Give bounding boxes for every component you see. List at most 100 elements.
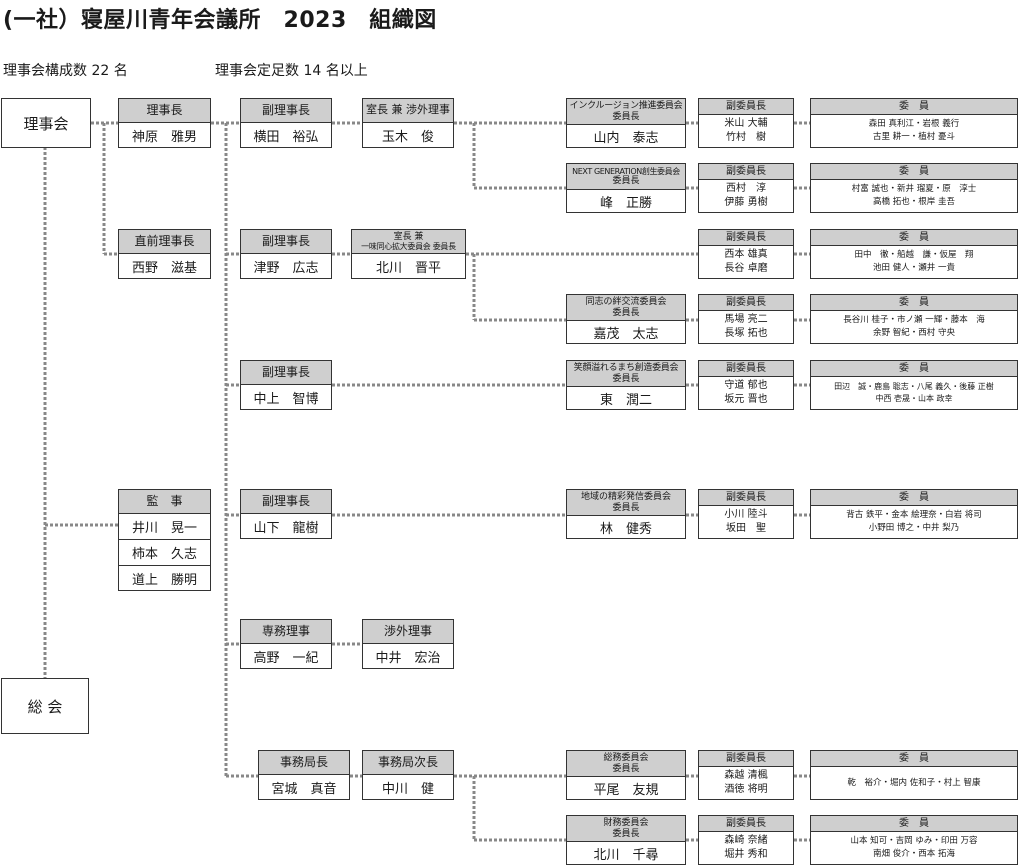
vice-chairs-card: 副委員長 馬場 亮二 長塚 拓也: [698, 294, 794, 344]
members-label: 委 員: [811, 230, 1017, 246]
members-card: 委 員 森田 真利江・岩根 義行 古里 耕一・植村 憂斗: [810, 98, 1018, 148]
members-card: 委 員 背古 鉄平・金本 絵理奈・白岩 将司 小野田 博之・中井 梨乃: [810, 489, 1018, 539]
page-title: (一社）寝屋川青年会議所 2023 組織図: [3, 8, 437, 33]
vice-president-role: 副理事長: [241, 490, 331, 514]
vice-chair-name: 竹村 樹: [726, 132, 766, 143]
members-card: 委 員 長谷川 桂子・市ノ瀬 一輝・藤本 海 余野 智紀・西村 守央: [810, 294, 1018, 344]
members-card: 委 員 田中 徹・船越 謙・仮屋 翔 池田 健人・瀬井 一貴: [810, 229, 1018, 279]
member-names: 森田 真利江・岩根 義行: [868, 119, 960, 130]
members-label: 委 員: [811, 99, 1017, 115]
external-director-card: 渉外理事 中井 宏治: [362, 619, 454, 669]
members-card: 委 員 山本 知可・吉岡 ゆみ・印田 万容 南畑 俊介・西本 拓海: [810, 815, 1018, 865]
vice-president-name: 山下 龍樹: [253, 520, 319, 536]
vice-chairs-card: 副委員長 米山 大輔 竹村 樹: [698, 98, 794, 148]
board-of-directors-box: 理事会: [1, 98, 91, 148]
auditor-name: 井川 晃一: [131, 521, 197, 536]
board-quorum: 理事会定足数 14 名以上: [215, 63, 368, 79]
committee-chair-card: 笑顔溢れるまち創造委員会 委員長 東 潤二: [566, 360, 686, 410]
committee-chair-card: NEXT GENERATION創生委員会 委員長 峰 正勝: [566, 163, 686, 213]
vice-chairs-label: 副委員長: [699, 816, 793, 832]
managing-director-role: 専務理事: [241, 620, 331, 644]
vice-chairs-card: 副委員長 森越 清楓 酒徳 将明: [698, 750, 794, 800]
vice-chair-name: 坂田 聖: [726, 523, 766, 534]
committee-chair-name: 東 潤二: [599, 392, 652, 408]
vice-chair-name: 坂元 晋也: [724, 394, 768, 405]
committee-chair-role: 委員長: [612, 828, 640, 839]
member-names: 小野田 博之・中井 梨乃: [868, 523, 960, 533]
president-role: 理事長: [119, 99, 210, 123]
vice-president-role: 副理事長: [241, 361, 331, 385]
member-names: 古里 耕一・植村 憂斗: [873, 132, 955, 142]
vice-president-card: 副理事長 横田 裕弘: [240, 98, 332, 148]
committee-chair-name: 山内 泰志: [593, 130, 659, 146]
vice-chairs-label: 副委員長: [699, 99, 793, 115]
office-chief-name: 北川 晋平: [375, 260, 441, 276]
committee-chair-name: 北川 千尋: [593, 847, 659, 863]
managing-director-card: 専務理事 高野 一紀: [240, 619, 332, 669]
vice-chair-name: 米山 大輔: [724, 117, 768, 129]
member-names: 田中 徹・船越 謙・仮屋 翔: [854, 250, 974, 261]
auditors-card: 監 事 井川 晃一 柿本 久志 道上 勝明: [118, 489, 211, 591]
past-president-card: 直前理事長 西野 滋基: [118, 229, 211, 279]
members-card: 委 員 乾 裕介・堀内 佐和子・村上 智康: [810, 750, 1018, 800]
vice-chairs-card: 副委員長 森崎 奈緒 堀井 秀和: [698, 815, 794, 865]
secretary-general-name: 宮城 真音: [271, 781, 337, 797]
member-names: 田辺 誠・鹿島 聡志・八尾 義久・後藤 正樹: [834, 381, 994, 391]
vice-president-card: 副理事長 津野 広志: [240, 229, 332, 279]
vice-chairs-label: 副委員長: [699, 295, 793, 311]
vice-chair-name: 森越 清楓: [724, 769, 768, 781]
vice-president-name: 中上 智博: [253, 391, 319, 407]
committee-chair-name: 平尾 友規: [593, 782, 659, 798]
auditors-role: 監 事: [119, 490, 210, 514]
vice-president-card: 副理事長 山下 龍樹: [240, 489, 332, 539]
office-chief-committee: 一味同心拡大委員会 委員長: [361, 242, 456, 252]
committee-chair-role: 委員長: [612, 111, 640, 122]
vice-chairs-label: 副委員長: [699, 164, 793, 180]
office-chief-role: 室長 兼: [393, 231, 424, 242]
member-names: 山本 知可・吉岡 ゆみ・印田 万容: [850, 836, 978, 847]
office-chief-card: 室長 兼 一味同心拡大委員会 委員長 北川 晋平: [351, 229, 466, 279]
members-label: 委 員: [811, 361, 1017, 377]
auditor-name: 柿本 久志: [119, 539, 210, 565]
past-president-role: 直前理事長: [119, 230, 210, 254]
member-names: 余野 智紀・西村 守央: [873, 328, 955, 338]
office-chief-name: 玉木 俊: [381, 129, 434, 145]
vice-chair-name: 堀井 秀和: [724, 849, 768, 860]
members-label: 委 員: [811, 751, 1017, 767]
committee-chair-card: 財務委員会 委員長 北川 千尋: [566, 815, 686, 865]
managing-director-name: 高野 一紀: [253, 650, 319, 666]
vice-chairs-label: 副委員長: [699, 361, 793, 377]
general-assembly-box: 総 会: [1, 678, 89, 734]
vice-chair-name: 守道 郁也: [724, 379, 768, 391]
external-director-name: 中井 宏治: [375, 650, 441, 666]
secretary-general-card: 事務局長 宮城 真音: [258, 750, 350, 800]
vice-president-card: 副理事長 中上 智博: [240, 360, 332, 410]
vice-president-name: 横田 裕弘: [253, 129, 319, 145]
past-president-name: 西野 滋基: [131, 260, 197, 276]
committee-title: 財務委員会: [603, 818, 649, 829]
vice-president-role: 副理事長: [241, 99, 331, 123]
members-card: 委 員 田辺 誠・鹿島 聡志・八尾 義久・後藤 正樹 中西 壱晟・山本 政幸: [810, 360, 1018, 410]
member-names: 池田 健人・瀬井 一貴: [873, 263, 955, 273]
member-names: 村富 誠也・新井 瑠夏・原 淳士: [851, 184, 977, 195]
committee-chair-role: 委員長: [612, 175, 640, 186]
committee-title: 地域の精彩発信委員会: [580, 492, 671, 503]
member-names: 長谷川 桂子・市ノ瀬 一輝・藤本 海: [843, 315, 985, 326]
member-names: 高橋 拓也・根岸 圭吾: [873, 197, 955, 207]
committee-chair-role: 委員長: [612, 502, 640, 513]
committee-title: NEXT GENERATION創生委員会: [572, 166, 680, 176]
member-names: 中西 壱晟・山本 政幸: [875, 394, 953, 403]
vice-president-name: 津野 広志: [253, 260, 319, 276]
members-label: 委 員: [811, 295, 1017, 311]
members-label: 委 員: [811, 490, 1017, 506]
secretary-general-role: 事務局長: [259, 751, 349, 775]
vice-chairs-card: 副委員長 西村 淳 伊藤 勇樹: [698, 163, 794, 213]
committee-chair-role: 委員長: [612, 307, 640, 318]
members-label: 委 員: [811, 816, 1017, 832]
committee-chair-name: 林 健秀: [599, 521, 652, 537]
external-director-role: 渉外理事: [363, 620, 453, 644]
vice-chair-name: 長塚 拓也: [724, 328, 768, 339]
committee-chair-name: 峰 正勝: [599, 195, 652, 211]
office-chief-card: 室長 兼 渉外理事 玉木 俊: [362, 98, 454, 148]
